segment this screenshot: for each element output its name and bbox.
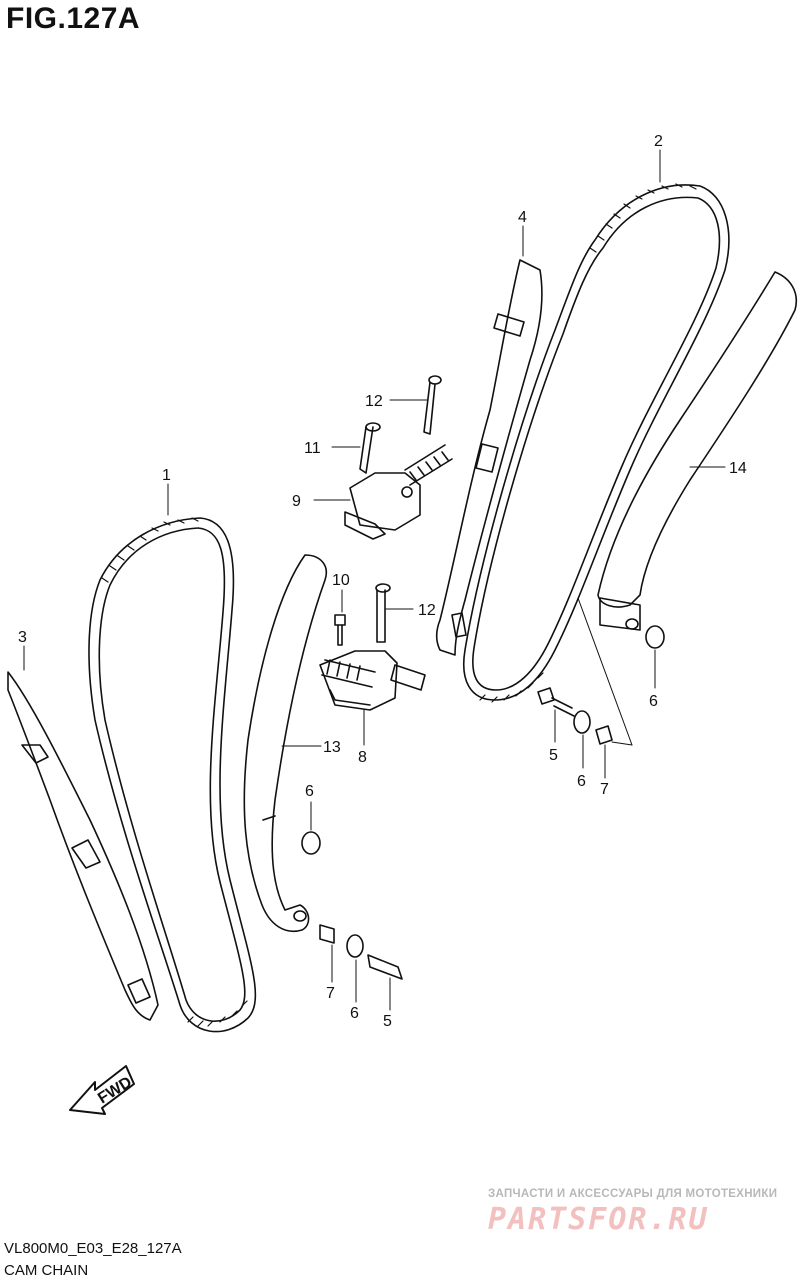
callout-13: 13 [323, 739, 341, 756]
callout-11: 11 [304, 440, 321, 457]
callout-10: 10 [332, 572, 350, 589]
bolt-10 [334, 614, 346, 646]
callout-14: 14 [729, 460, 747, 477]
callout-5-front: 5 [549, 747, 558, 764]
callout-7-rear: 7 [326, 985, 335, 1002]
collar-7-front [595, 725, 613, 745]
tensioner-adjuster-lower [319, 650, 426, 711]
callout-12-lower: 12 [418, 602, 436, 619]
bolt-11 [359, 422, 381, 474]
cam-chain-rear [88, 517, 257, 1033]
callout-9: 9 [292, 493, 301, 510]
rear-chain-guide [7, 671, 159, 1021]
watermark-logo: PARTSFOR.RU [488, 1202, 709, 1237]
leader-lines [23, 149, 726, 1011]
collar-7-rear [319, 924, 335, 944]
bolt-12-lower [375, 583, 391, 643]
washer-6-front-upper [645, 625, 665, 649]
washer-6-rear [346, 934, 364, 958]
bolt-5-rear [367, 954, 403, 980]
tensioner-adjuster-upper [344, 444, 453, 540]
front-tensioner-guide [597, 271, 797, 631]
callout-7-front: 7 [600, 781, 609, 798]
callout-1: 1 [162, 467, 171, 484]
callout-4: 4 [518, 209, 527, 226]
callout-12-upper: 12 [365, 393, 383, 410]
callout-6-front-upper: 6 [649, 693, 658, 710]
figure-code: VL800M0_E03_E28_127A [4, 1240, 182, 1257]
front-chain-guide [435, 259, 543, 656]
washer-6-rear-upper [301, 831, 321, 855]
callout-3: 3 [18, 629, 27, 646]
callout-5-rear: 5 [383, 1013, 392, 1030]
fwd-arrow: FWD [69, 1065, 135, 1115]
callout-8: 8 [358, 749, 367, 766]
callout-6-front: 6 [577, 773, 586, 790]
bolt-5-front [537, 687, 575, 717]
watermark-tagline: ЗАПЧАСТИ И АКСЕССУАРЫ ДЛЯ МОТОТЕХНИКИ [488, 1188, 778, 1200]
callout-6-rear-upper: 6 [305, 783, 314, 800]
callout-2: 2 [654, 133, 663, 150]
cam-chain-front [463, 183, 730, 703]
figure-caption: CAM CHAIN [4, 1262, 89, 1279]
callout-6-rear: 6 [350, 1005, 359, 1022]
figure-title: FIG.127A [6, 2, 141, 35]
bolt-12-upper [423, 375, 442, 435]
washer-6-front [573, 710, 591, 734]
rear-tensioner-guide [243, 554, 327, 932]
